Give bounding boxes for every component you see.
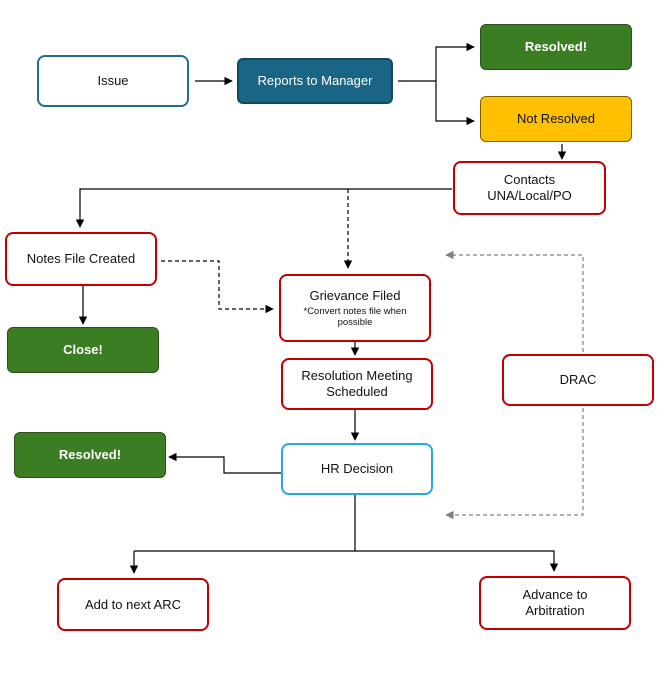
node-grievance-filed-label: Grievance Filed	[309, 288, 401, 303]
node-close-label: Close!	[63, 342, 103, 357]
arrow-contacts-to-notes	[75, 188, 452, 228]
node-advance-to-arbitration-label: Advance to Arbitration	[522, 587, 588, 618]
node-grievance-filed: Grievance Filed *Convert notes file when…	[279, 274, 431, 342]
arrow-hr-split	[134, 495, 356, 552]
node-advance-to-arbitration: Advance to Arbitration	[479, 576, 631, 630]
node-drac-label: DRAC	[559, 372, 597, 387]
node-hr-decision: HR Decision	[281, 443, 433, 495]
node-resolution-meeting: Resolution Meeting Scheduled	[281, 358, 433, 410]
node-grievance-note: *Convert notes file when possible	[303, 306, 407, 328]
node-resolved-left: Resolved!	[14, 432, 166, 478]
arrow-manager-to-resolved	[398, 42, 475, 82]
node-reports-to-manager: Reports to Manager	[237, 58, 393, 104]
node-resolved-left-label: Resolved!	[58, 447, 122, 462]
node-add-to-next-arc: Add to next ARC	[57, 578, 209, 631]
arrow-drac-to-upper	[445, 250, 584, 352]
node-not-resolved-label: Not Resolved	[516, 111, 596, 126]
node-add-to-next-arc-label: Add to next ARC	[84, 596, 182, 612]
node-close: Close!	[7, 327, 159, 373]
node-resolved-top-label: Resolved!	[524, 39, 588, 54]
node-not-resolved: Not Resolved	[480, 96, 632, 142]
node-resolved-top: Resolved!	[480, 24, 632, 70]
node-drac: DRAC	[502, 354, 654, 406]
arrow-hr-to-arbitration	[355, 550, 559, 572]
arrow-manager-to-not-resolved	[435, 81, 475, 126]
node-contacts: Contacts UNA/Local/PO	[453, 161, 606, 215]
node-hr-decision-label: HR Decision	[320, 461, 394, 476]
arrow-drac-to-lower	[445, 408, 584, 520]
node-notes-file-created: Notes File Created	[5, 232, 157, 286]
node-notes-file-created-label: Notes File Created	[26, 251, 136, 266]
node-issue: Issue	[37, 55, 189, 107]
node-reports-to-manager-label: Reports to Manager	[257, 73, 373, 88]
arrow-hr-to-resolved	[168, 452, 281, 474]
node-contacts-label: Contacts UNA/Local/PO	[487, 172, 572, 203]
node-issue-label: Issue	[97, 73, 129, 88]
arrow-notes-to-grievance	[161, 260, 274, 314]
node-resolution-meeting-label: Resolution Meeting Scheduled	[301, 368, 413, 399]
